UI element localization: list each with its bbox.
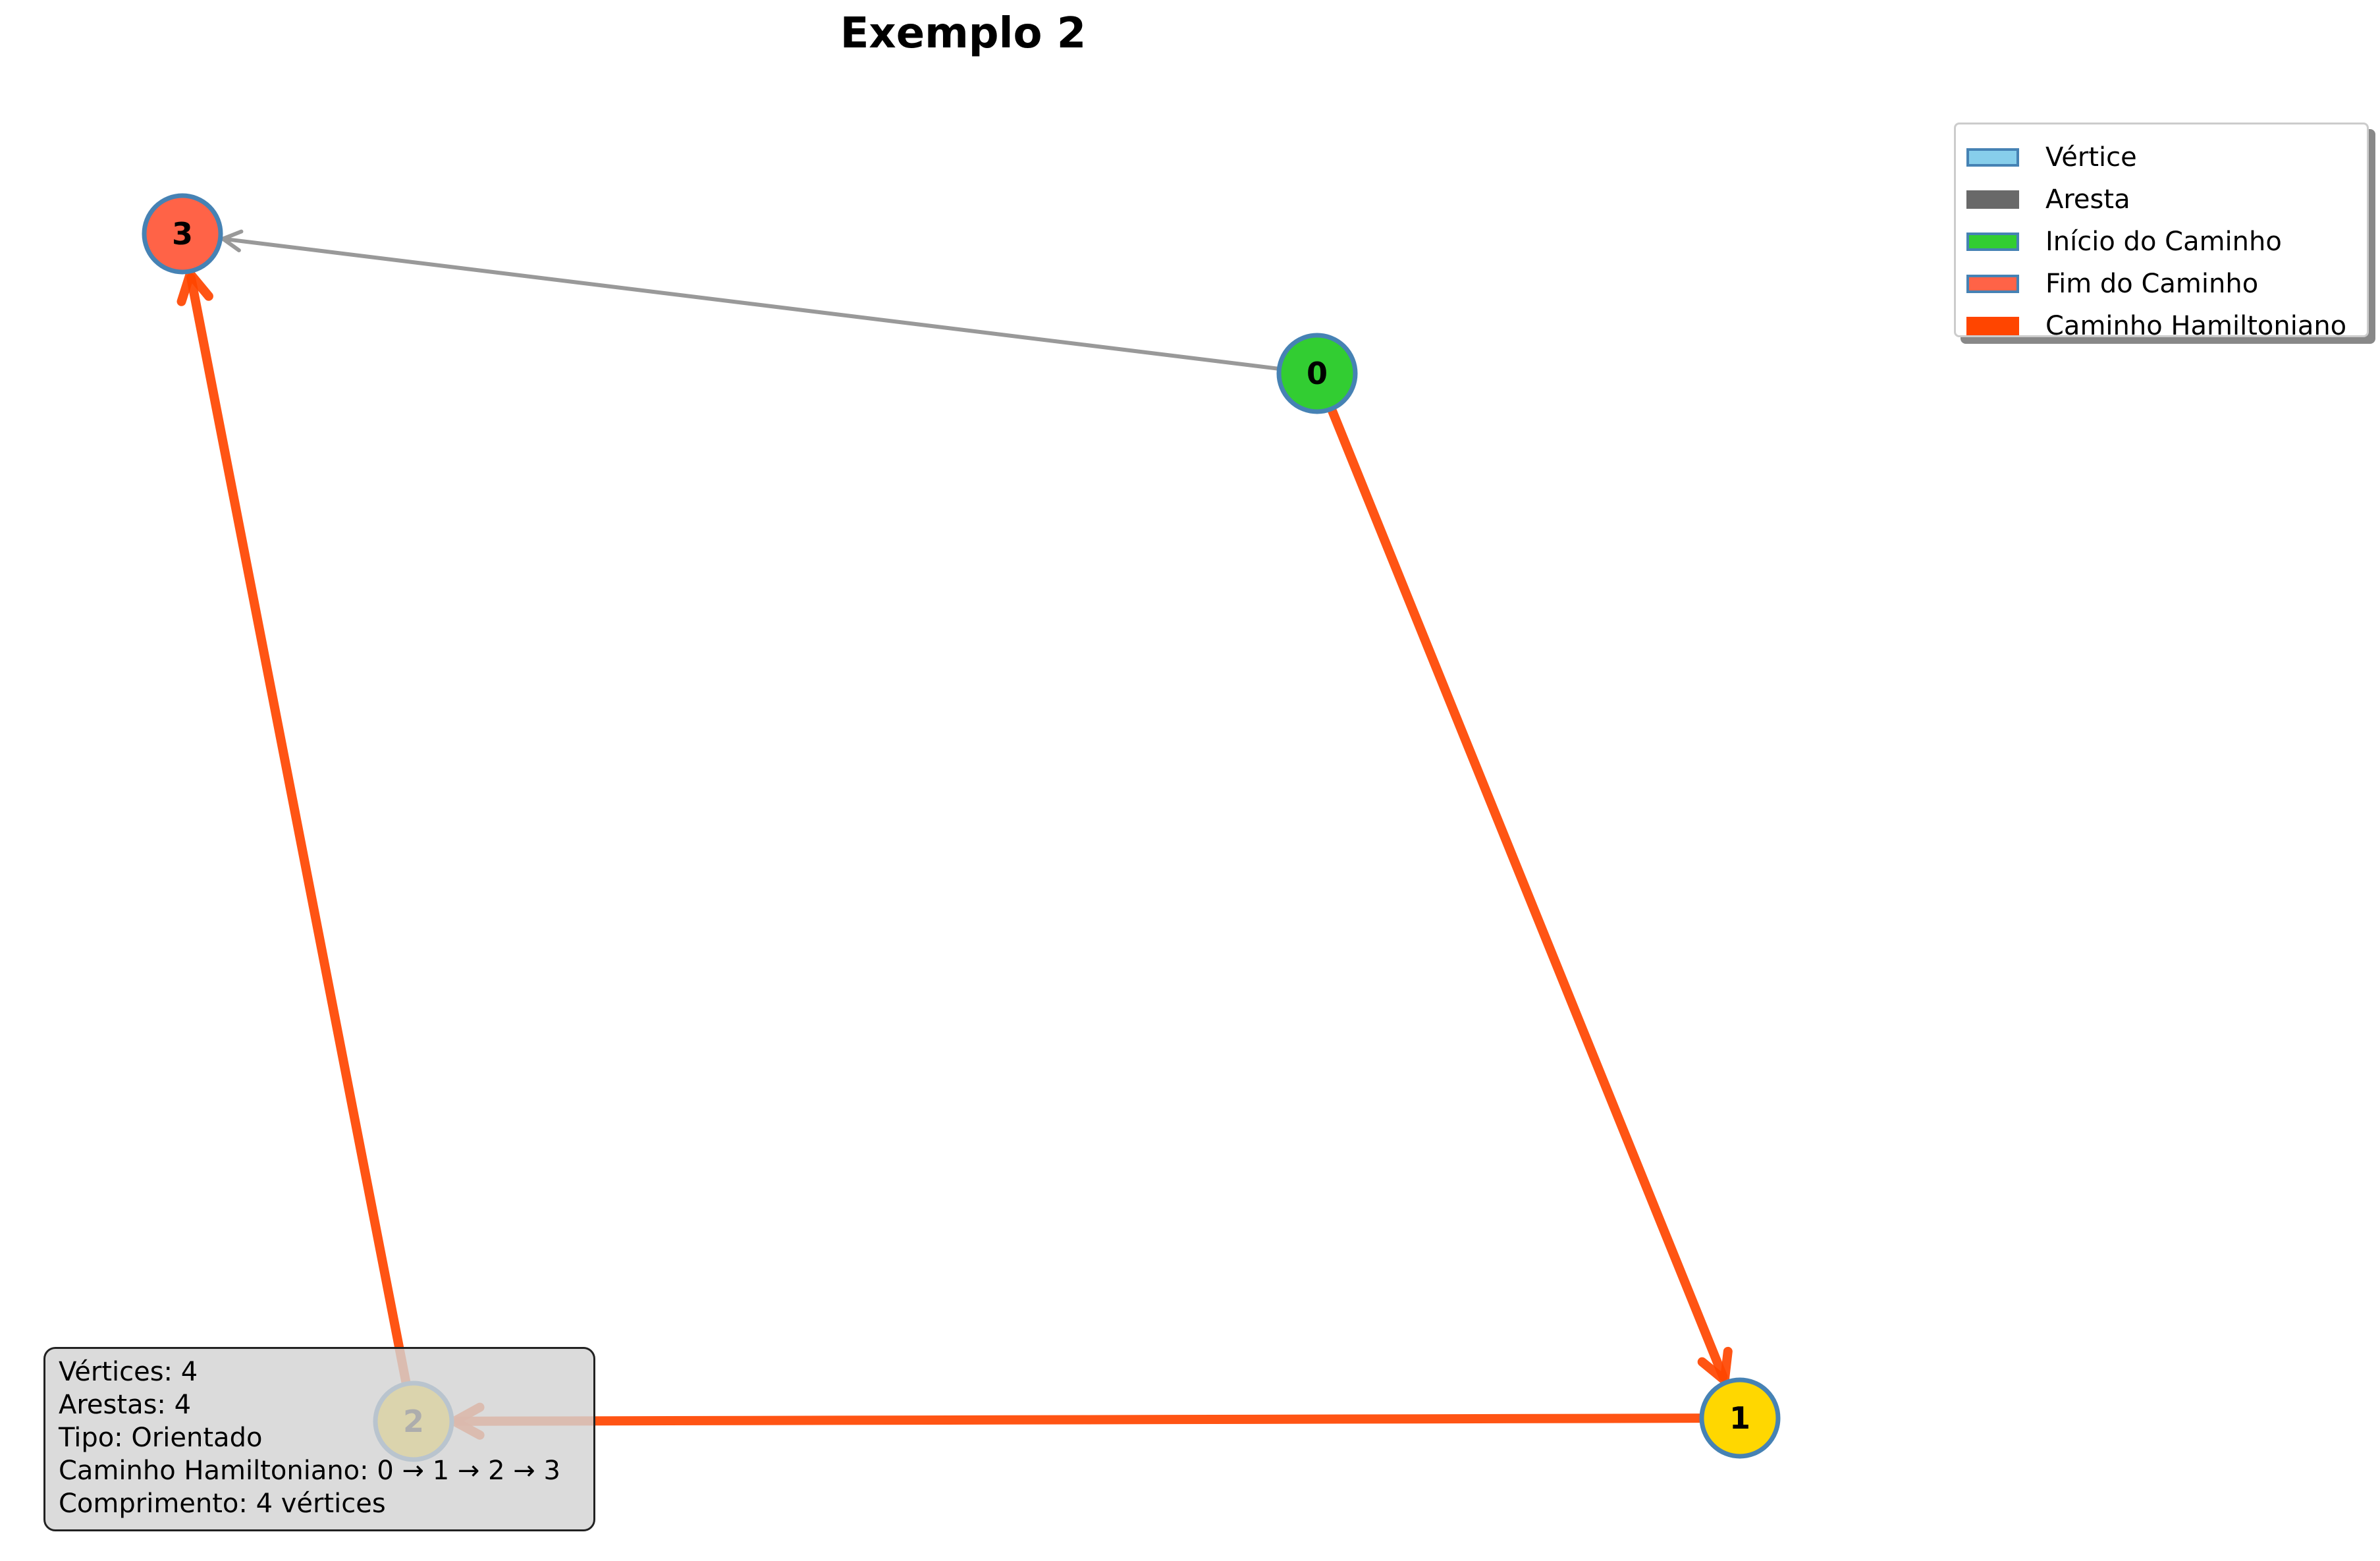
vertex-0: 0 xyxy=(1276,333,1358,414)
legend: Vértice Aresta Início do Caminho Fim do … xyxy=(1954,123,2369,341)
legend-label-edge: Aresta xyxy=(2045,184,2130,215)
info-vertices: Vértices: 4 xyxy=(59,1357,198,1387)
info-box: Vértices: 4 Arestas: 4 Tipo: Orientado C… xyxy=(43,1347,595,1531)
vertex-label: 0 xyxy=(1307,356,1328,391)
info-path: Caminho Hamiltoniano: 0 → 1 → 2 → 3 xyxy=(59,1456,560,1486)
edge-line xyxy=(225,237,1282,371)
legend-swatch-path-end xyxy=(1966,275,2019,293)
vertex-circle xyxy=(1699,1377,1781,1459)
edge-2-3-hamiltonian xyxy=(176,269,411,1389)
edge-line xyxy=(186,273,411,1389)
arrowhead xyxy=(1697,1346,1733,1385)
legend-item-vertex: Vértice xyxy=(1966,136,2367,178)
legend-item-path-start: Início do Caminho xyxy=(1966,221,2367,263)
info-type: Tipo: Orientado xyxy=(59,1423,263,1453)
legend-swatch-path-start xyxy=(1966,233,2019,251)
vertex-circle xyxy=(142,193,223,275)
vertex-label: 3 xyxy=(172,216,193,252)
info-edges: Arestas: 4 xyxy=(59,1390,192,1420)
edge-line xyxy=(1326,404,1728,1381)
edge-line xyxy=(453,1413,1707,1426)
edges-layer xyxy=(176,229,1733,1440)
edge-0-3 xyxy=(221,229,1282,371)
vertex-label: 1 xyxy=(1729,1400,1750,1436)
legend-item-hamiltonian-path: Caminho Hamiltoniano xyxy=(1966,305,2367,347)
vertex-1: 1 xyxy=(1699,1377,1781,1459)
figure-title: Exemplo 2 xyxy=(840,9,1087,58)
nodes-layer: 0123 xyxy=(142,193,1781,1462)
legend-swatch-hamiltonian-path xyxy=(1966,317,2019,335)
legend-label-path-end: Fim do Caminho xyxy=(2045,269,2259,299)
legend-item-path-end: Fim do Caminho xyxy=(1966,263,2367,305)
legend-swatch-edge xyxy=(1966,190,2019,209)
edge-1-2-hamiltonian xyxy=(449,1402,1707,1440)
legend-label-hamiltonian-path: Caminho Hamiltoniano xyxy=(2045,311,2347,341)
arrowhead xyxy=(176,269,213,306)
vertex-3: 3 xyxy=(142,193,223,275)
legend-swatch-vertex xyxy=(1966,148,2019,167)
info-length: Comprimento: 4 vértices xyxy=(59,1489,386,1519)
legend-label-path-start: Início do Caminho xyxy=(2045,227,2282,257)
legend-label-vertex: Vértice xyxy=(2045,142,2137,173)
edge-0-1-hamiltonian xyxy=(1326,404,1733,1385)
arrowhead xyxy=(221,229,244,253)
vertex-circle xyxy=(1276,333,1358,414)
legend-item-edge: Aresta xyxy=(1966,178,2367,221)
